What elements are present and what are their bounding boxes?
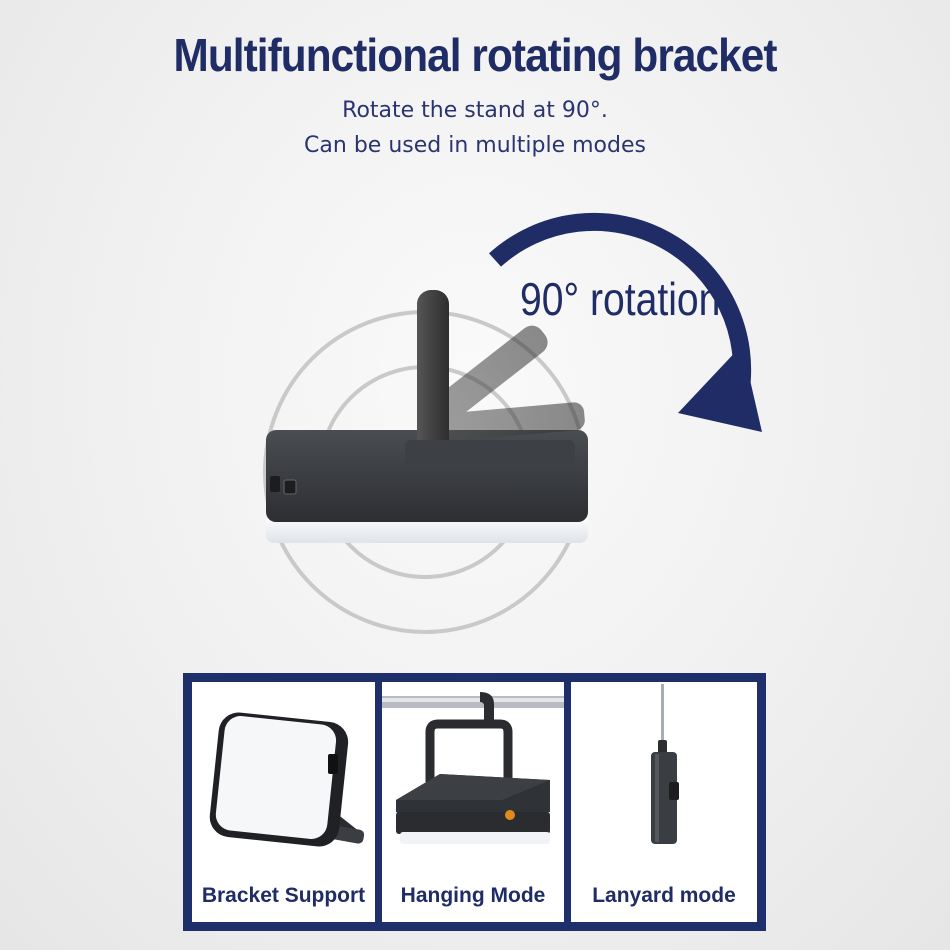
modes-panel: Bracket Support Hanging Mode Lanyard mod… bbox=[183, 673, 766, 931]
lanyard-mode-image bbox=[651, 684, 679, 844]
rotation-arrow-icon bbox=[488, 212, 762, 432]
mode-label-hanging: Hanging Mode bbox=[400, 884, 546, 907]
mode-label-bracket-support: Bracket Support bbox=[201, 884, 366, 907]
bracket-support-image bbox=[209, 712, 365, 847]
hero-illustration bbox=[263, 212, 762, 634]
page-title: Multifunctional rotating bracket bbox=[173, 29, 777, 81]
mode-card-lanyard: Lanyard mode bbox=[571, 682, 757, 922]
mode-card-hanging: Hanging Mode bbox=[382, 682, 564, 922]
hanging-mode-image bbox=[382, 692, 564, 844]
rotation-label: 90° rotation bbox=[520, 273, 721, 325]
mode-label-lanyard: Lanyard mode bbox=[592, 884, 736, 907]
device-illustration bbox=[266, 290, 588, 543]
subtitle-line-1: Rotate the stand at 90°. bbox=[342, 98, 608, 123]
mode-card-bracket-support: Bracket Support bbox=[192, 682, 375, 922]
subtitle-line-2: Can be used in multiple modes bbox=[304, 133, 646, 158]
